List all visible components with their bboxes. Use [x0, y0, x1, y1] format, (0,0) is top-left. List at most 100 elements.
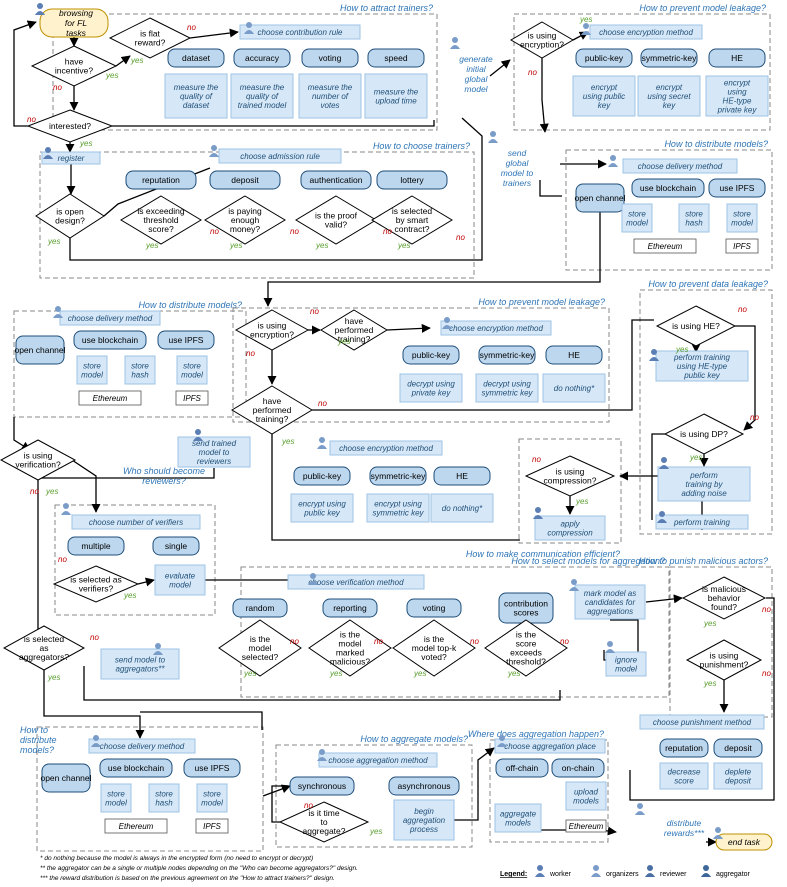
act-store-hash-1[interactable] [678, 203, 710, 233]
time-aggregate-decision[interactable] [278, 801, 370, 843]
act-store-model-2a[interactable] [76, 355, 108, 385]
pill-leak2-pk[interactable] [402, 345, 460, 365]
pill-select-voting[interactable] [406, 598, 462, 618]
act-store-model-3a[interactable] [100, 783, 132, 813]
pill-admission-rep[interactable] [125, 170, 197, 190]
act-leak1-public[interactable] [572, 75, 636, 117]
act-store-hash-3[interactable] [148, 783, 180, 813]
decision-admission-rep[interactable] [120, 195, 202, 245]
choose-delivery-method-1[interactable] [622, 158, 738, 174]
flat-reward-decision[interactable] [108, 17, 192, 59]
start-task[interactable] [39, 8, 109, 38]
pill-multiple[interactable] [67, 536, 125, 556]
pill-open-channel-1[interactable] [575, 183, 625, 213]
pill-leak2b-sk[interactable] [369, 466, 427, 486]
act-store-model-1a[interactable] [621, 203, 653, 233]
evaluate-model[interactable] [154, 564, 206, 596]
act-perform-training[interactable] [655, 514, 749, 530]
using-encryption-decision-2[interactable] [234, 309, 310, 351]
act-upload-models[interactable] [565, 781, 607, 811]
decision-select-reporting[interactable] [308, 619, 392, 677]
pill-leak2b-he[interactable] [433, 466, 491, 486]
act-leak2b-pk[interactable] [290, 493, 354, 523]
pill-blockchain-1[interactable] [631, 178, 705, 198]
pill-leak2-he[interactable] [545, 345, 603, 365]
pill-punish-reputation[interactable] [659, 738, 709, 758]
send-model-aggregators[interactable] [100, 648, 180, 680]
decision-admission-dep[interactable] [204, 195, 286, 245]
choose-admission-rule[interactable] [218, 148, 342, 164]
pill-ipfs-2[interactable] [157, 330, 215, 350]
interested-decision[interactable] [26, 109, 114, 143]
choose-aggregation-place[interactable] [494, 738, 606, 754]
decision-select-voting[interactable] [392, 619, 476, 677]
act-leak2-he[interactable] [542, 373, 606, 403]
using-verification-decision[interactable] [0, 439, 77, 481]
act-accuracy[interactable] [230, 73, 294, 119]
register-action[interactable] [41, 151, 101, 165]
end-task[interactable] [715, 833, 773, 851]
pill-admission-auth[interactable] [300, 170, 372, 190]
pill-on-chain[interactable] [551, 758, 605, 778]
pill-synchronous[interactable] [289, 776, 355, 796]
mark-candidates[interactable] [574, 584, 646, 620]
act-leak2b-sk[interactable] [366, 493, 430, 523]
act-leak2-sk[interactable] [475, 373, 539, 403]
decision-select-random[interactable] [218, 619, 302, 677]
pill-leak2-sk[interactable] [478, 345, 536, 365]
ignore-model[interactable] [605, 651, 647, 677]
pill-punish-deposit[interactable] [713, 738, 763, 758]
pill-admission-lot[interactable] [376, 170, 448, 190]
act-leak2-pk[interactable] [399, 373, 463, 403]
pill-open-channel-3[interactable] [41, 763, 91, 793]
pill-asynchronous[interactable] [388, 776, 460, 796]
choose-verification-method[interactable] [287, 574, 425, 590]
performed-training-decision-1[interactable] [320, 309, 388, 351]
pill-blockchain-2[interactable] [73, 330, 147, 350]
pill-speed[interactable] [367, 48, 425, 68]
choose-punishment-method[interactable] [639, 714, 765, 730]
pill-accuracy[interactable] [233, 48, 291, 68]
pill-leak2b-pk[interactable] [293, 466, 351, 486]
choose-delivery-method-3[interactable] [88, 738, 196, 754]
act-speed[interactable] [364, 73, 428, 119]
pill-leak1-symmetric[interactable] [640, 48, 698, 68]
decision-admission-auth[interactable] [295, 195, 377, 245]
act-train-he[interactable] [655, 350, 749, 382]
using-compression-decision[interactable] [524, 455, 616, 497]
pill-admission-dep[interactable] [209, 170, 281, 190]
choose-number-verifiers[interactable] [71, 514, 201, 530]
pill-single[interactable] [152, 536, 200, 556]
pill-voting[interactable] [301, 48, 359, 68]
act-leak1-symmetric[interactable] [637, 75, 701, 117]
pill-ipfs-1[interactable] [708, 178, 766, 198]
using-dp-decision[interactable] [663, 413, 745, 455]
act-decrease-score[interactable] [659, 762, 709, 790]
act-leak1-he[interactable] [705, 75, 769, 117]
decision-select-contribution[interactable] [484, 619, 568, 677]
pill-leak1-public[interactable] [575, 48, 633, 68]
choose-encryption-method-3[interactable] [329, 440, 443, 456]
choose-encryption-method-1[interactable] [589, 24, 703, 40]
have-incentive-decision[interactable] [30, 45, 118, 87]
act-store-hash-2[interactable] [124, 355, 156, 385]
act-train-dp[interactable] [657, 466, 751, 502]
act-leak2b-he[interactable] [430, 493, 494, 523]
begin-aggregation[interactable] [393, 799, 455, 841]
pill-ipfs-3[interactable] [183, 758, 241, 778]
act-store-model-1b[interactable] [726, 203, 758, 233]
performed-training-decision-2[interactable] [231, 385, 313, 435]
pill-select-random[interactable] [232, 598, 288, 618]
pill-off-chain[interactable] [495, 758, 549, 778]
pill-select-reporting[interactable] [322, 598, 378, 618]
using-encryption-decision-1[interactable] [510, 21, 574, 59]
pill-dataset[interactable] [167, 48, 225, 68]
selected-verifiers-decision[interactable] [52, 565, 140, 603]
pill-open-channel-2[interactable] [15, 335, 65, 365]
selected-aggregators-decision[interactable] [2, 625, 86, 671]
act-store-model-3b[interactable] [196, 783, 228, 813]
malicious-found-decision[interactable] [681, 576, 767, 620]
act-voting[interactable] [298, 73, 362, 119]
choose-contribution-rule[interactable] [239, 24, 361, 40]
act-store-model-2b[interactable] [176, 355, 208, 385]
